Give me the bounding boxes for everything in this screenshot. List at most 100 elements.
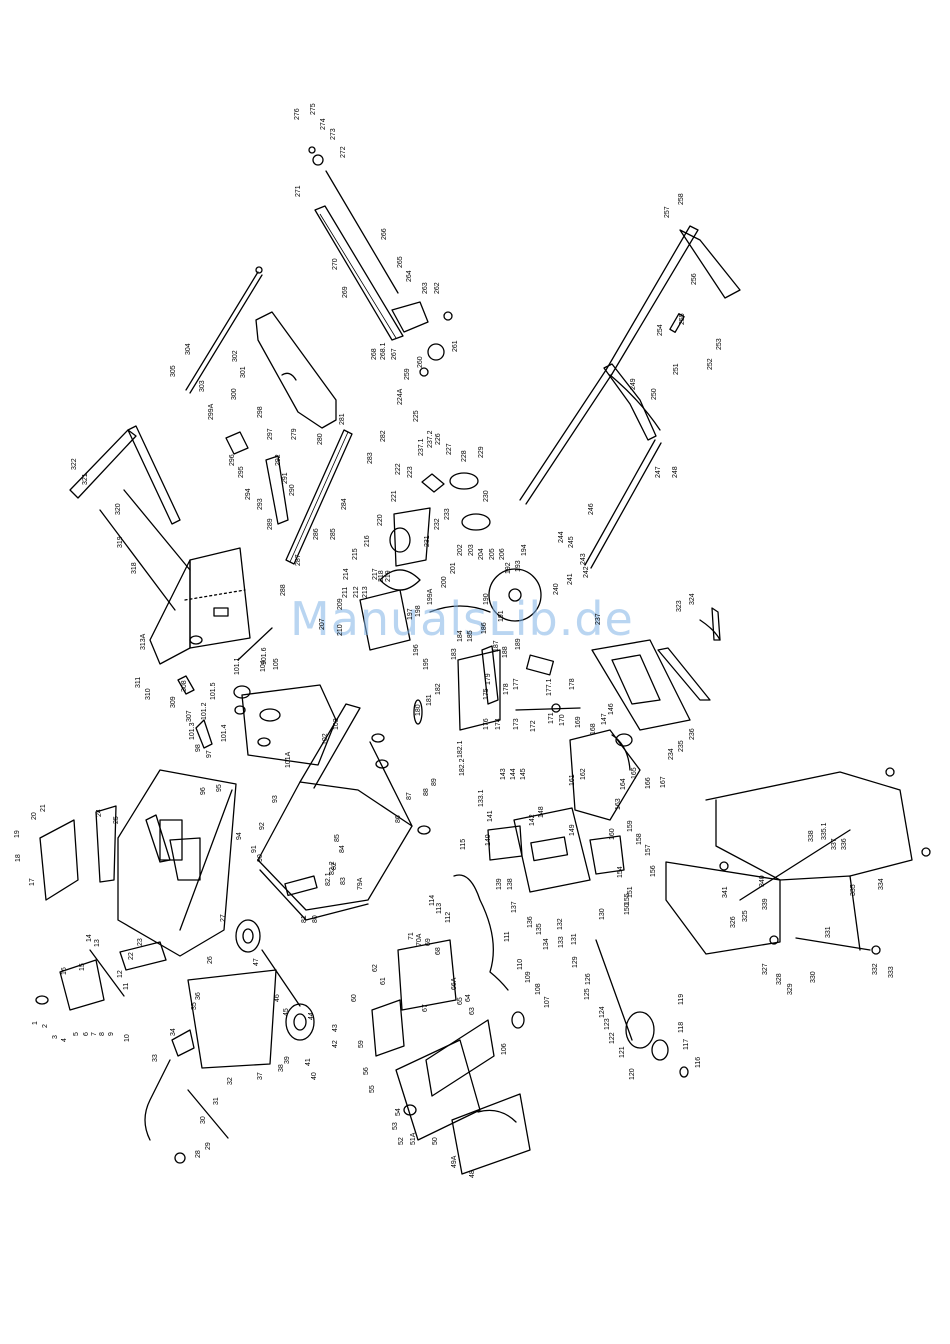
part-label-201: 201: [450, 562, 457, 574]
part-label-230: 230: [483, 490, 490, 502]
part-label-40: 40: [311, 1072, 318, 1080]
part-label-233: 233: [444, 508, 451, 520]
part-label-134: 134: [543, 938, 550, 950]
part-label-173: 173: [513, 718, 520, 730]
part-label-147: 147: [601, 713, 608, 725]
part-label-237.1: 237.1: [418, 438, 425, 456]
part-label-236: 236: [689, 728, 696, 740]
part-label-200: 200: [441, 576, 448, 588]
part-label-325: 325: [742, 910, 749, 922]
part-label-49A: 49A: [451, 1155, 458, 1168]
part-label-15: 15: [79, 963, 86, 971]
part-label-154: 154: [617, 866, 624, 878]
part-label-35: 35: [191, 1002, 198, 1010]
part-label-135: 135: [536, 923, 543, 935]
part-label-64: 64: [465, 994, 472, 1002]
part-label-82.1: 82.1: [325, 872, 332, 886]
part-label-12: 12: [117, 970, 124, 978]
part-label-43: 43: [332, 1024, 339, 1032]
part-label-273: 273: [330, 128, 337, 140]
part-label-240: 240: [553, 583, 560, 595]
part-label-88: 88: [423, 788, 430, 796]
part-label-28: 28: [195, 1150, 202, 1158]
part-label-217: 217: [372, 568, 379, 580]
part-label-160: 160: [609, 828, 616, 840]
part-label-136: 136: [527, 916, 534, 928]
part-label-288: 288: [280, 584, 287, 596]
stand-frame-left: [257, 703, 431, 921]
part-label-82: 82: [331, 862, 338, 870]
part-label-286: 286: [313, 528, 320, 540]
part-label-148: 148: [538, 806, 545, 818]
part-label-206: 206: [499, 548, 506, 560]
part-label-330: 330: [810, 971, 817, 983]
part-label-218: 218: [378, 570, 385, 582]
part-label-130: 130: [599, 908, 606, 920]
part-label-150: 150: [624, 903, 631, 915]
part-label-274: 274: [320, 118, 327, 130]
table-extension-left: [185, 266, 353, 565]
part-label-84: 84: [339, 845, 346, 853]
part-label-174: 174: [495, 718, 502, 730]
part-label-170: 170: [559, 714, 566, 726]
part-label-59: 59: [358, 1040, 365, 1048]
part-label-210: 210: [337, 624, 344, 636]
part-label-131: 131: [571, 933, 578, 945]
part-label-292: 292: [275, 454, 282, 466]
part-label-177.1: 177.1: [546, 678, 553, 696]
part-label-301: 301: [240, 366, 247, 378]
part-label-80: 80: [312, 915, 319, 923]
part-label-189: 189: [515, 638, 522, 650]
part-label-271: 271: [295, 185, 302, 197]
part-label-265: 265: [397, 256, 404, 268]
part-label-115: 115: [460, 839, 467, 850]
part-label-276: 276: [294, 108, 301, 120]
part-label-146: 146: [608, 703, 615, 715]
part-label-324: 324: [689, 593, 696, 605]
part-label-120: 120: [629, 1068, 636, 1080]
part-label-116: 116: [695, 1057, 702, 1068]
part-label-340: 340: [759, 875, 766, 887]
part-label-199A: 199A: [427, 588, 434, 605]
part-label-244: 244: [558, 531, 565, 543]
part-label-123: 123: [604, 1018, 611, 1030]
part-label-3: 3: [52, 1035, 59, 1039]
part-label-209: 209: [337, 598, 344, 610]
part-label-309: 309: [170, 696, 177, 708]
part-label-307: 307: [186, 710, 193, 722]
part-label-336: 336: [841, 838, 848, 850]
part-label-151: 151: [627, 886, 634, 898]
part-label-318: 318: [131, 562, 138, 574]
part-label-319: 319: [117, 536, 124, 548]
part-label-323: 323: [676, 600, 683, 612]
part-label-2: 2: [42, 1024, 49, 1028]
part-label-214: 214: [343, 568, 350, 580]
part-label-19: 19: [14, 830, 21, 838]
part-label-250: 250: [651, 388, 658, 400]
part-label-221: 221: [391, 490, 398, 502]
part-label-248: 248: [672, 466, 679, 478]
watermark-text: ManualsLib.de: [290, 592, 634, 646]
part-label-295: 295: [238, 466, 245, 478]
part-label-108: 108: [535, 983, 542, 995]
part-label-270: 270: [332, 258, 339, 270]
part-label-205: 205: [489, 548, 496, 560]
motor-housing: [69, 425, 251, 665]
part-label-203: 203: [468, 544, 475, 556]
part-label-179: 179: [485, 673, 492, 685]
part-label-261: 261: [452, 340, 459, 352]
part-label-339: 339: [762, 898, 769, 910]
part-label-268: 268: [371, 348, 378, 360]
part-label-125: 125: [584, 988, 591, 1000]
part-label-50: 50: [432, 1137, 439, 1145]
part-label-245: 245: [568, 536, 575, 548]
part-label-6: 6: [83, 1032, 90, 1036]
part-label-48: 48: [469, 1170, 476, 1178]
part-label-290: 290: [289, 484, 296, 496]
part-label-5: 5: [73, 1032, 80, 1036]
part-label-232: 232: [434, 518, 441, 530]
part-label-110: 110: [517, 959, 524, 970]
part-label-335: 335: [850, 884, 857, 896]
part-label-34: 34: [170, 1028, 177, 1036]
